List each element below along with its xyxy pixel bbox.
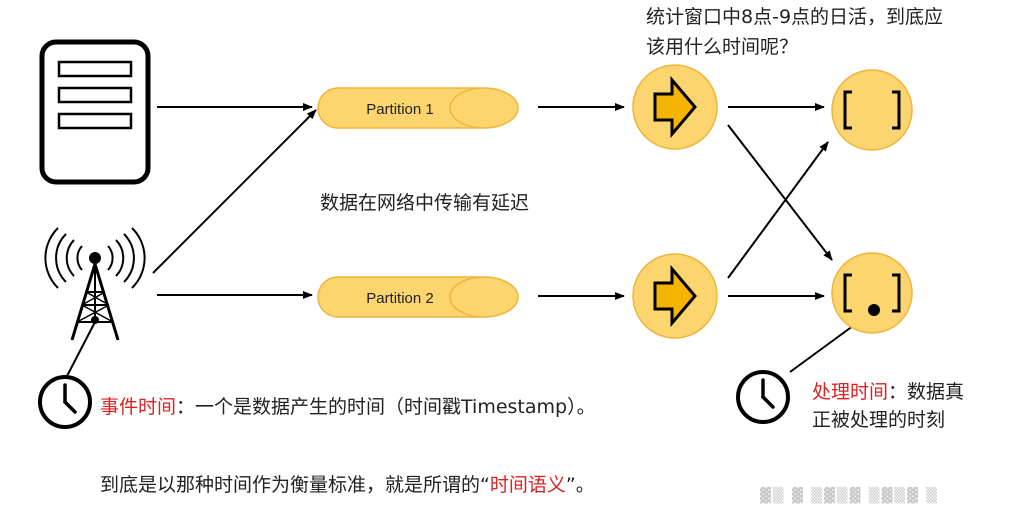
right-arrow-icon <box>653 75 697 139</box>
processing-time-description-2: 正被处理的时刻 <box>812 409 946 431</box>
operator-node-1 <box>632 64 718 150</box>
time-semantics-note: 到底是以那种时间作为衡量标准，就是所谓的“时间语义”。 <box>100 470 595 497</box>
event-clock-connector <box>65 321 96 379</box>
event-time-note: 事件时间：一个是数据产生的时间（时间戳Timestamp）。 <box>100 392 596 419</box>
network-delay-note: 数据在网络中传输有延迟 <box>320 192 530 214</box>
server-icon <box>39 39 151 185</box>
time-semantics-suffix: ”。 <box>565 474 595 496</box>
window-node-2 <box>831 252 913 334</box>
operator-node-2 <box>632 253 718 339</box>
node2-to-window1-arrow <box>727 141 829 279</box>
flow-arrows <box>152 103 833 300</box>
node1-to-window2-arrow <box>727 124 833 261</box>
event-time-description: ：一个是数据产生的时间（时间戳Timestamp）。 <box>176 396 596 418</box>
time-semantics-term: 时间语义 <box>489 474 566 496</box>
processing-point <box>868 304 880 316</box>
watermark: ▓▒ ▓ ▒▓▒▓ ▒▓▒▓ ▒ <box>760 488 939 504</box>
processing-time-description-1: ：数据真 <box>888 381 965 403</box>
partition-1: Partition 1 <box>317 87 519 129</box>
clock-icon <box>736 370 790 424</box>
time-semantics-prefix: 到底是以那种时间作为衡量标准，就是所谓的“ <box>100 474 490 496</box>
event-time-term: 事件时间 <box>100 396 177 418</box>
antenna-tower-icon <box>44 227 146 341</box>
clock-icon <box>38 375 92 429</box>
processing-time-term: 处理时间 <box>812 381 889 403</box>
window-node-1 <box>831 69 913 151</box>
window-question-line1: 统计窗口中8点-9点的日活，到底应 <box>646 6 944 28</box>
tower-to-partition1-arrow <box>152 109 317 274</box>
processing-time-note: 处理时间：数据真 正被处理的时刻 <box>812 378 1002 434</box>
partition-2-label: Partition 2 <box>366 290 434 307</box>
window-question-note: 统计窗口中8点-9点的日活，到底应 该用什么时间呢？ <box>646 2 1006 62</box>
partition-2: Partition 2 <box>317 276 519 318</box>
partition-1-label: Partition 1 <box>366 101 434 118</box>
window-bracket-icon <box>843 90 901 130</box>
window-question-line2: 该用什么时间呢？ <box>646 36 799 58</box>
window-bracket-icon <box>843 273 901 313</box>
right-arrow-icon <box>653 264 697 328</box>
